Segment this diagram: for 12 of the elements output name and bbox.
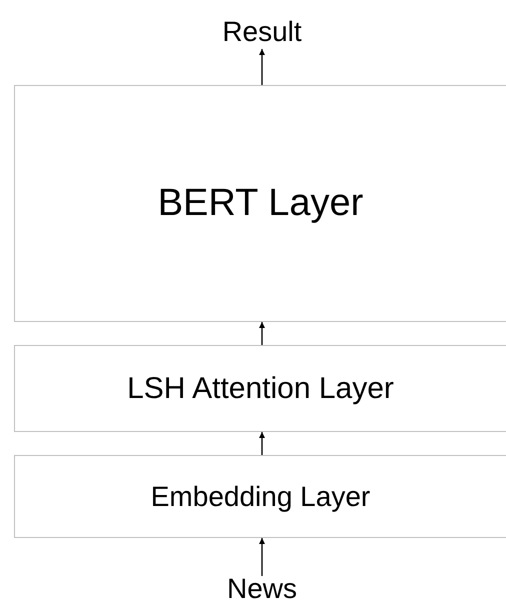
layer-label: Embedding Layer — [150, 480, 370, 512]
layer-box — [14, 85, 506, 322]
arrow — [259, 432, 265, 455]
arrow — [259, 49, 265, 85]
layer-label: BERT Layer — [158, 182, 364, 225]
io-label: Result — [222, 16, 302, 48]
layer-box — [14, 455, 506, 538]
io-label: News — [226, 573, 297, 605]
arrow — [259, 322, 265, 345]
layer-label: LSH Attention Layer — [127, 372, 394, 406]
layer-box — [14, 345, 506, 432]
arrow — [259, 538, 265, 576]
